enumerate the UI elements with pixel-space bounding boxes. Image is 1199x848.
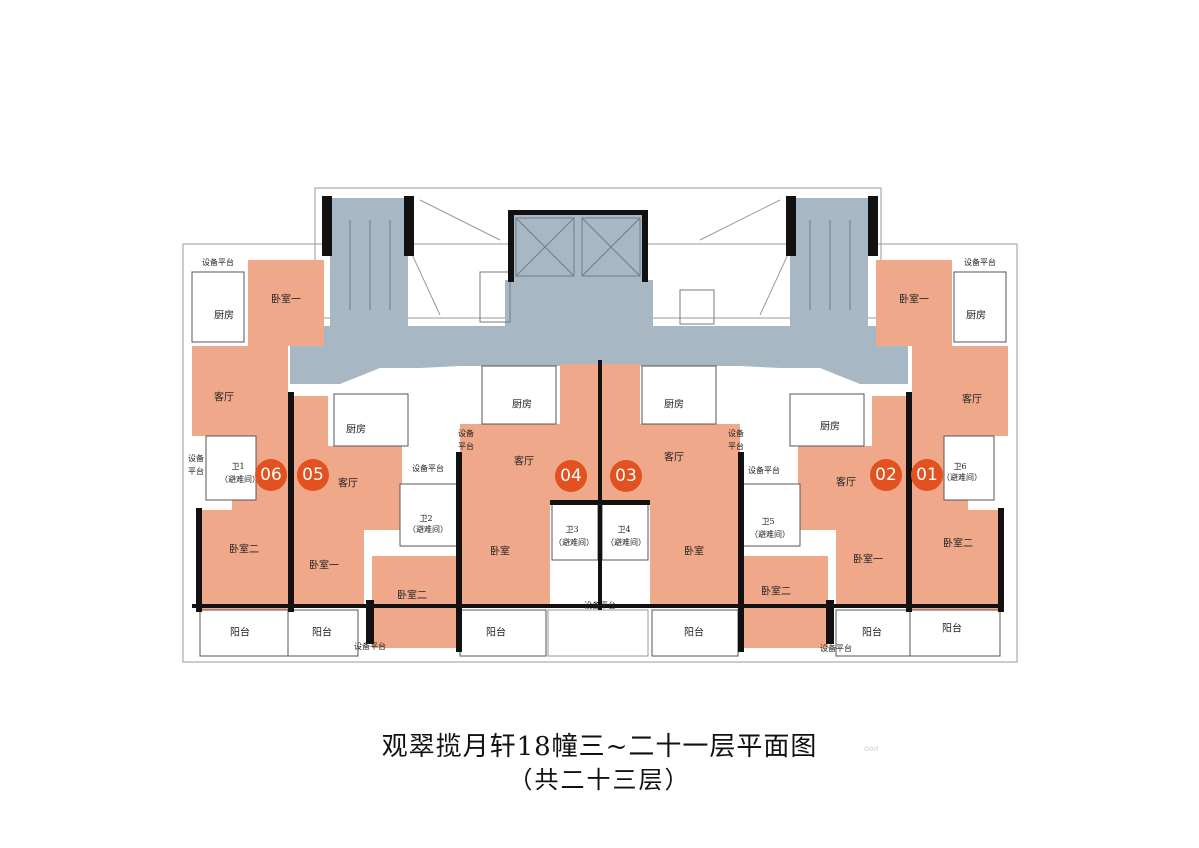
label-equip: 设备 xyxy=(188,453,204,463)
label-balcony: 阳台 xyxy=(942,622,962,635)
unit-number: 03 xyxy=(615,466,637,486)
label-kitchen: 厨房 xyxy=(346,423,366,436)
label-living: 客厅 xyxy=(514,455,534,468)
label-balcony: 阳台 xyxy=(684,626,704,639)
watermark: ooo xyxy=(864,744,879,753)
unit-number: 01 xyxy=(916,465,938,485)
label-refuge: （避难间） xyxy=(408,524,448,534)
label-refuge: （避难间） xyxy=(750,529,790,539)
label-refuge: （避难间） xyxy=(220,474,260,484)
label-wc5: 卫5 xyxy=(761,517,774,526)
plan-title: 观翠揽月轩18幢三~二十一层平面图 xyxy=(381,732,818,762)
label-bedroom-2: 卧室二 xyxy=(943,537,973,550)
label-bedroom-1: 卧室一 xyxy=(271,293,301,306)
label-wc4: 卫4 xyxy=(617,525,630,534)
label-kitchen: 厨房 xyxy=(214,309,234,322)
utility-rooms xyxy=(191,271,1007,657)
label-wc2: 卫2 xyxy=(419,514,432,523)
label-refuge: （避难间） xyxy=(554,537,594,547)
label-platform: 平台 xyxy=(458,441,474,451)
label-equip: 设备 xyxy=(458,428,474,438)
label-bedroom-2: 卧室二 xyxy=(229,543,259,556)
label-refuge: （避难间） xyxy=(606,537,646,547)
label-bedroom: 卧室 xyxy=(490,545,510,558)
label-bedroom-1: 卧室一 xyxy=(899,293,929,306)
label-bedroom-1: 卧室一 xyxy=(853,553,883,566)
label-living: 客厅 xyxy=(214,391,234,404)
label-balcony: 阳台 xyxy=(486,626,506,639)
label-bedroom-2: 卧室二 xyxy=(761,585,791,598)
core-details xyxy=(349,217,851,325)
unit-badge-06[interactable]: 06 xyxy=(255,459,287,491)
label-kitchen: 厨房 xyxy=(664,398,684,411)
label-living: 客厅 xyxy=(962,393,982,406)
unit-badges: 06 05 04 03 02 01 xyxy=(255,459,943,492)
label-equip: 设备 xyxy=(728,428,744,438)
label-refuge: （避难间） xyxy=(942,472,982,482)
label-equip-platform: 设备平台 xyxy=(748,465,780,475)
label-balcony: 阳台 xyxy=(312,626,332,639)
label-bedroom-2: 卧室二 xyxy=(397,589,427,602)
unit-number: 05 xyxy=(302,465,324,485)
label-equip-platform: 设备平台 xyxy=(584,600,616,610)
label-living: 客厅 xyxy=(338,477,358,490)
label-wc1: 卫1 xyxy=(231,462,244,471)
label-equip-platform: 设备平台 xyxy=(820,643,852,653)
plan-subtitle: （共二十三层） xyxy=(508,766,691,794)
label-equip-platform: 设备平台 xyxy=(202,257,234,267)
unit-badge-01[interactable]: 01 xyxy=(911,459,943,491)
label-kitchen: 厨房 xyxy=(966,309,986,322)
label-equip-platform: 设备平台 xyxy=(412,463,444,473)
unit-number: 04 xyxy=(560,466,582,486)
label-balcony: 阳台 xyxy=(230,626,250,639)
unit-number: 06 xyxy=(260,465,282,485)
label-wc6: 卫6 xyxy=(953,462,966,471)
label-kitchen: 厨房 xyxy=(512,398,532,411)
label-living: 客厅 xyxy=(836,476,856,489)
label-balcony: 阳台 xyxy=(862,626,882,639)
label-living: 客厅 xyxy=(664,451,684,464)
label-bedroom-1: 卧室一 xyxy=(309,559,339,572)
unit-badge-02[interactable]: 02 xyxy=(870,459,902,491)
label-platform: 平台 xyxy=(728,441,744,451)
label-equip-platform: 设备平台 xyxy=(964,257,996,267)
room-labels: 设备平台 设备平台 设备平台 设备平台 设备平台 设备平台 设备平台 设备 平台… xyxy=(188,257,996,653)
label-kitchen: 厨房 xyxy=(820,420,840,433)
label-equip-platform: 设备平台 xyxy=(354,641,386,651)
label-platform: 平台 xyxy=(188,466,204,476)
unit-badge-03[interactable]: 03 xyxy=(610,460,642,492)
core-area xyxy=(290,198,908,384)
unit-badge-05[interactable]: 05 xyxy=(297,459,329,491)
walls xyxy=(192,196,1004,652)
label-wc3: 卫3 xyxy=(565,525,578,534)
unit-number: 02 xyxy=(875,465,897,485)
unit-badge-04[interactable]: 04 xyxy=(555,460,587,492)
label-bedroom: 卧室 xyxy=(684,545,704,558)
